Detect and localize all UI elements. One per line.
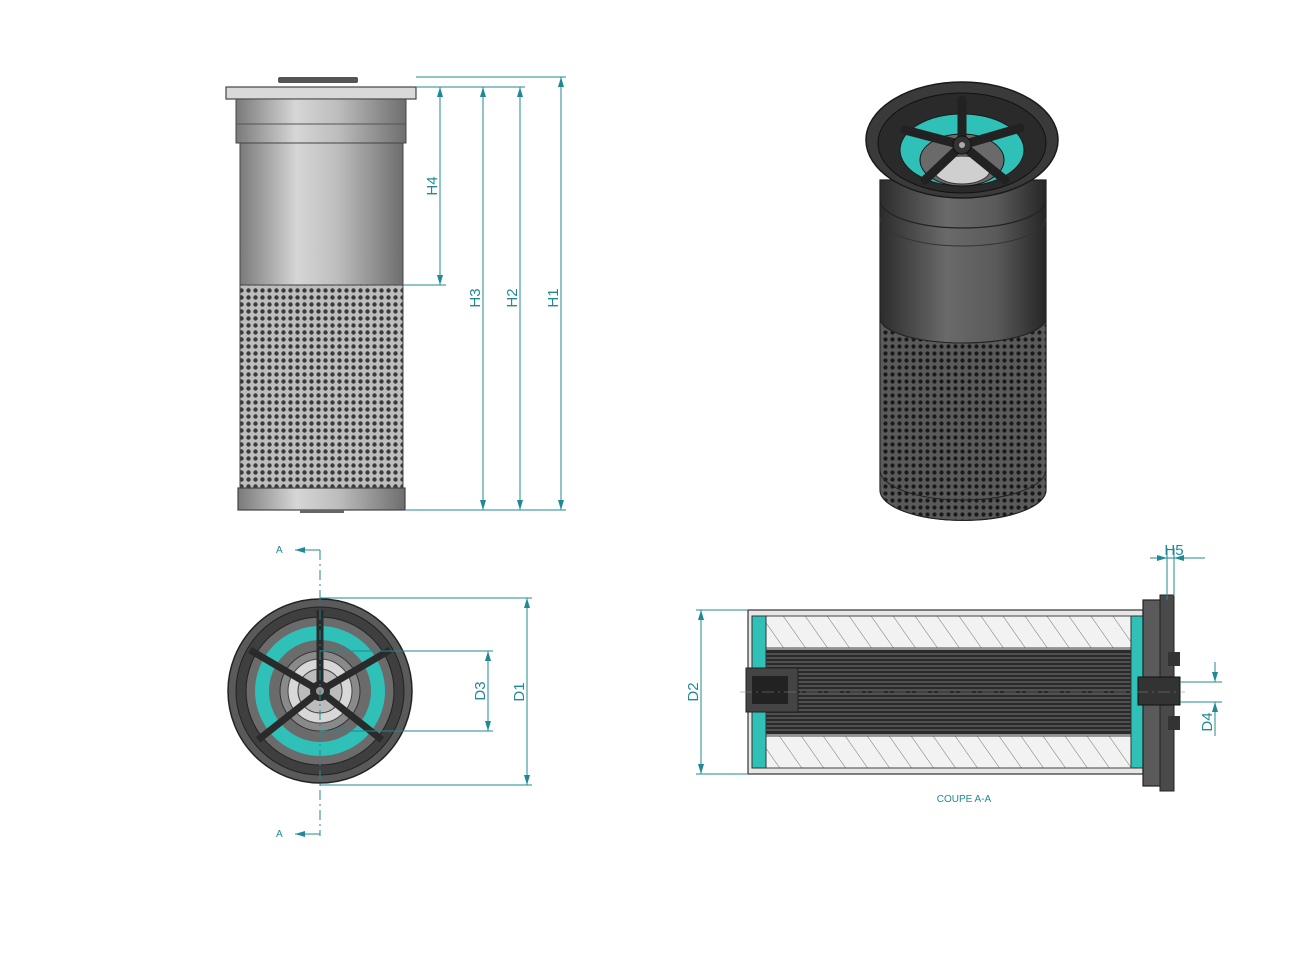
section-marker-top: A (276, 545, 283, 556)
diameter-dimensions: D1 D3 (320, 597, 532, 786)
isometric-view (865, 81, 1059, 521)
top-view (227, 598, 413, 784)
height-dimensions: H4 H3 H2 H1 (403, 76, 566, 511)
solid-sleeve (239, 142, 404, 286)
h5-label: H5 (1164, 542, 1183, 559)
bottom-cap (237, 487, 406, 511)
h4-label: H4 (424, 176, 441, 195)
h2-label: H2 (504, 288, 521, 307)
perforated-tube (239, 284, 404, 489)
top-flange (225, 86, 417, 100)
d3-label: D3 (472, 681, 489, 700)
front-view (225, 77, 417, 513)
section-marker-bottom: A (276, 829, 283, 840)
h1-label: H1 (545, 288, 562, 307)
top-bolts (278, 77, 358, 83)
d2-label: D2 (685, 682, 702, 701)
section-upper-wall (765, 615, 1132, 649)
section-dimensions: D2 D4 H5 COUPE A-A (685, 542, 1222, 805)
d4-label: D4 (1199, 712, 1216, 731)
h3-label: H3 (467, 288, 484, 307)
section-view (740, 594, 1185, 792)
upper-collar (235, 98, 407, 144)
d1-label: D1 (511, 682, 528, 701)
section-caption: COUPE A-A (937, 794, 992, 805)
section-lower-wall (765, 735, 1132, 769)
